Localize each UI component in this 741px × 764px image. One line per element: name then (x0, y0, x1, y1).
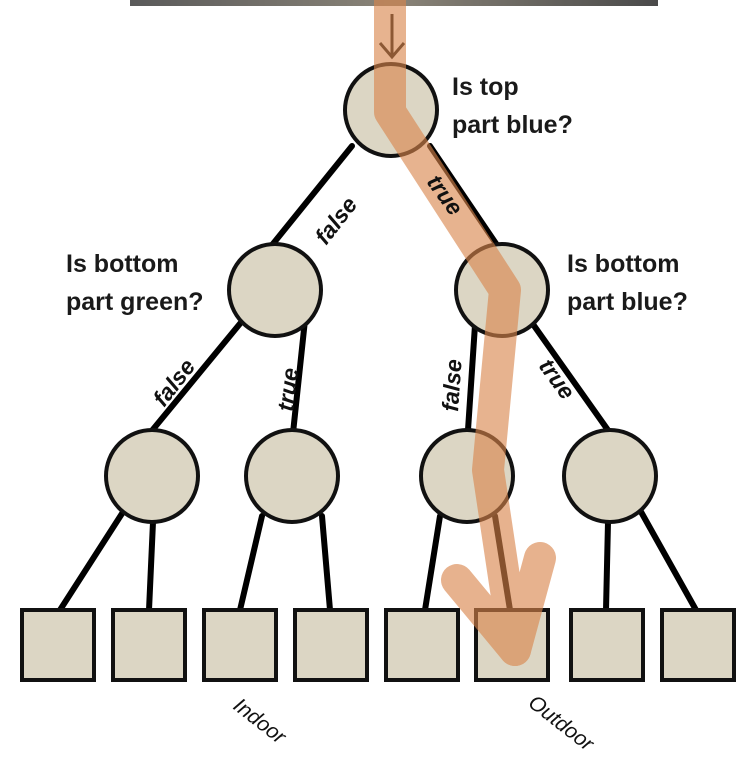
edge-rr-leaf1 (603, 519, 611, 613)
edge-label-right-true: true (534, 354, 581, 405)
leaf-2 (111, 608, 187, 682)
node-left (227, 242, 323, 338)
leaf-3 (202, 608, 278, 682)
edge-label-left-true: true (272, 366, 303, 413)
leaf-label-indoor: Indoor (229, 694, 291, 749)
question-right-line1: Is bottom (567, 250, 680, 278)
node-rr (562, 428, 658, 524)
question-root: Is top part blue? (452, 73, 573, 139)
tree-leaves (20, 608, 736, 682)
leaf-5 (384, 608, 460, 682)
question-root-line2: part blue? (452, 111, 573, 139)
question-root-line1: Is top (452, 73, 519, 101)
leaf-4 (293, 608, 369, 682)
tree-edges (57, 143, 699, 613)
node-ll (104, 428, 200, 524)
edge-label-root-false: false (309, 192, 362, 249)
edge-rr-leaf2 (637, 507, 699, 613)
edge-right-true (527, 317, 613, 436)
edge-label-right-false: false (437, 358, 467, 412)
question-right-line2: part blue? (567, 288, 688, 316)
question-left-line1: Is bottom (66, 250, 179, 278)
leaf-7 (569, 608, 645, 682)
path-arrowhead (441, 542, 556, 666)
question-left-line2: part green? (66, 288, 204, 316)
edge-left-true (290, 317, 308, 436)
leaf-1 (20, 608, 96, 682)
node-lr (244, 428, 340, 524)
edge-ll-leaf1 (57, 509, 126, 613)
leaf-label-outdoor: Outdoor (524, 691, 599, 756)
tree-nodes (104, 62, 658, 524)
edge-ll-leaf2 (146, 519, 156, 613)
edge-root-false (265, 143, 355, 253)
edge-lr-leaf2 (319, 513, 333, 613)
edge-lr-leaf1 (237, 513, 265, 613)
edge-left-false (147, 317, 246, 436)
edge-right-false (465, 322, 478, 433)
question-right: Is bottom part blue? (567, 250, 688, 316)
question-left: Is bottom part green? (66, 250, 204, 316)
edge-rl-leaf1 (422, 513, 443, 613)
path-shaft (374, 0, 531, 666)
decision-path-highlight (374, 0, 556, 666)
leaf-8 (660, 608, 736, 682)
